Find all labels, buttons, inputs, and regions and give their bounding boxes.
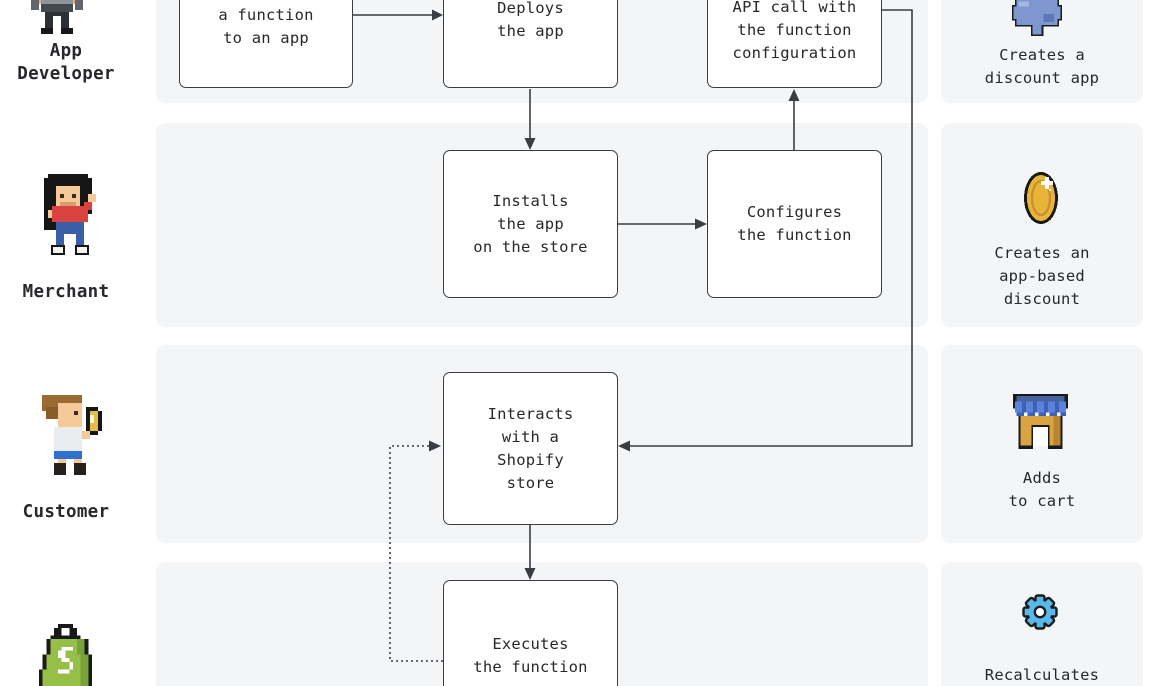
flow-node-executes-function: Executes the function bbox=[443, 580, 618, 686]
actor-label-line: Merchant bbox=[22, 282, 110, 302]
flow-node-deploys-app: Deploys the app bbox=[443, 0, 618, 88]
node-line: Configures bbox=[746, 203, 843, 221]
node-line: configuration bbox=[732, 44, 857, 62]
node-line: store bbox=[506, 473, 555, 492]
outcome-line: discount bbox=[1003, 290, 1081, 308]
customer-pixel-icon bbox=[42, 395, 102, 475]
actor-label-app-developer: App Developer bbox=[0, 40, 132, 86]
node-line: the function bbox=[737, 226, 852, 244]
shopify-bag-icon bbox=[38, 624, 93, 686]
node-line: Executes bbox=[492, 635, 569, 653]
node-line: with a bbox=[501, 427, 560, 446]
actor-label-customer: Customer bbox=[0, 501, 132, 524]
node-line: to an app bbox=[223, 29, 309, 47]
actor-label-merchant: Merchant bbox=[0, 281, 132, 304]
flow-node-interacts-store: Interacts with a Shopify store bbox=[443, 372, 618, 525]
node-line: the function bbox=[473, 658, 588, 676]
node-line: Deploys bbox=[497, 0, 564, 17]
outcome-line: Recalculates bbox=[984, 666, 1100, 684]
puzzle-piece-icon bbox=[1012, 0, 1062, 36]
actor-label-line: Customer bbox=[22, 502, 110, 522]
node-line: Interacts bbox=[487, 404, 574, 423]
node-line: Installs bbox=[492, 191, 569, 210]
node-line: on the store bbox=[473, 237, 588, 256]
outcome-line: app-based bbox=[999, 267, 1085, 285]
outcome-line: Creates a bbox=[999, 46, 1085, 64]
flow-node-add-function: a function to an app bbox=[179, 0, 353, 88]
app-developer-pixel-icon bbox=[31, 0, 83, 34]
flow-node-installs-app: Installs the app on the store bbox=[443, 150, 618, 298]
outcome-label-discount-app: Creates a discount app bbox=[941, 44, 1143, 90]
actor-label-line: Developer bbox=[17, 64, 115, 84]
node-line: a function bbox=[218, 6, 314, 24]
outcome-line: to cart bbox=[1008, 492, 1076, 510]
storefront-icon bbox=[1013, 394, 1068, 449]
actor-label-line: App bbox=[49, 41, 83, 61]
node-line: Shopify bbox=[497, 450, 564, 469]
outcome-label-app-discount: Creates an app-based discount bbox=[941, 242, 1143, 311]
node-line: API call with bbox=[732, 0, 857, 16]
node-line: the function bbox=[737, 21, 852, 39]
flow-node-configures-function: Configures the function bbox=[707, 150, 882, 298]
outcome-label-adds-to-cart: Adds to cart bbox=[941, 467, 1143, 513]
flow-node-api-call: API call with the function configuration bbox=[707, 0, 882, 88]
merchant-pixel-icon bbox=[44, 174, 96, 255]
outcome-line: discount app bbox=[984, 69, 1100, 87]
outcome-line: Adds bbox=[1022, 469, 1062, 487]
node-line: the app bbox=[497, 22, 564, 40]
outcome-label-recalculates: Recalculates bbox=[941, 664, 1143, 686]
node-line: the app bbox=[497, 214, 564, 233]
outcome-card-app-discount bbox=[941, 123, 1143, 327]
coin-icon bbox=[1024, 172, 1058, 224]
gear-icon bbox=[1022, 594, 1058, 630]
outcome-line: Creates an bbox=[994, 244, 1090, 262]
